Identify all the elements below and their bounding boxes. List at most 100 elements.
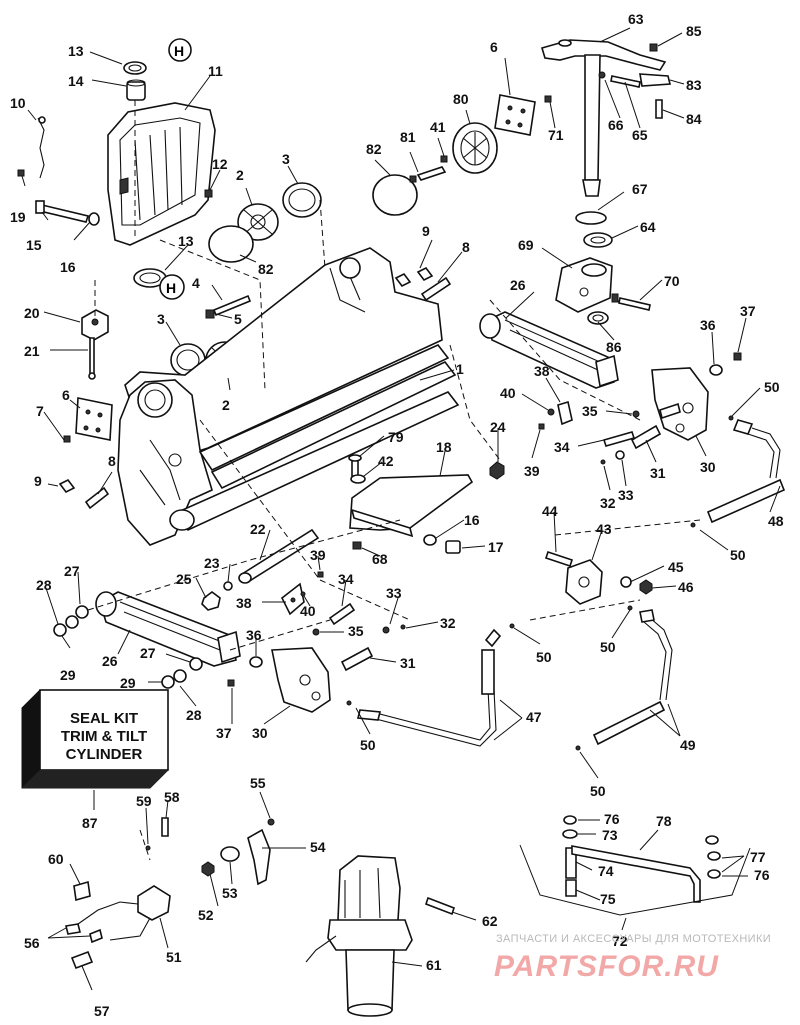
callout-28: 28 [36,577,52,593]
callout-15: 15 [26,237,42,253]
svg-text:H: H [174,43,184,59]
callout-45: 45 [668,559,684,575]
callout-74: 74 [598,863,614,879]
trim-cylinder-26-upper [479,311,619,389]
callout-30: 30 [252,725,268,741]
callout-61: 61 [426,957,442,973]
caps-80-82 [372,122,498,216]
callout-32: 32 [600,495,616,511]
callout-43: 43 [596,521,612,537]
callout-1: 1 [456,361,464,377]
callout-26: 26 [102,653,118,669]
callout-33: 33 [386,585,402,601]
bushings-2-3-upper [208,182,322,263]
strap-10 [37,116,46,179]
bushing-13-top: H [123,38,192,101]
callout-6: 6 [62,387,70,403]
fasteners-23-25 [201,581,233,611]
bracket-30-lower [227,647,331,713]
callout-34: 34 [554,439,570,455]
callout-78: 78 [656,813,672,829]
assembly-lines [87,100,701,861]
callout-27: 27 [64,563,80,579]
hose-47 [346,623,515,747]
callout-39: 39 [524,463,540,479]
callout-17: 17 [488,539,504,555]
callout-11: 11 [208,63,223,79]
callout-29: 29 [120,675,136,691]
bushing-13-lower: H [133,268,185,300]
callout-75: 75 [600,891,616,907]
callout-49: 49 [680,737,696,753]
plate-6-left [58,397,113,510]
callout-77: 77 [750,849,766,865]
callout-9: 9 [422,223,430,239]
callout-52: 52 [198,907,214,923]
callout-76: 76 [754,867,770,883]
steering-head-63 [541,39,672,248]
callout-35: 35 [582,403,598,419]
trim-sender-51 [65,880,171,970]
callout-55: 55 [250,775,266,791]
callout-40: 40 [500,385,516,401]
callout-7: 7 [36,403,44,419]
callout-37: 37 [216,725,232,741]
bolt-15 [17,169,100,226]
callout-41: 41 [430,119,446,135]
svg-text:H: H [166,280,176,296]
callout-50: 50 [590,783,606,799]
callout-30: 30 [700,459,716,475]
stern-bracket-1 [117,247,460,546]
callout-82: 82 [366,141,382,157]
valve-43 [544,550,653,605]
callout-76: 76 [604,811,620,827]
callout-21: 21 [24,343,40,359]
callout-53: 53 [222,885,238,901]
callout-59: 59 [136,793,152,809]
plate-18 [349,474,474,554]
callout-22: 22 [250,521,266,537]
callout-50: 50 [536,649,552,665]
tie-bar-72 [519,815,751,916]
seal-kit-box [21,689,169,789]
callout-50: 50 [730,547,746,563]
plate-6-right [494,94,552,136]
fastener-12 [204,189,213,198]
callout-50: 50 [360,737,376,753]
callout-38: 38 [534,363,550,379]
callout-4: 4 [192,275,200,291]
callout-33: 33 [618,487,634,503]
callout-3: 3 [157,311,165,327]
callout-72: 72 [612,933,628,949]
callout-40: 40 [300,603,316,619]
callout-10: 10 [10,95,26,111]
bracket-30-upper [651,352,742,441]
watermark-brand: PARTSFOR.RU [494,950,719,983]
callout-36: 36 [700,317,716,333]
callout-63: 63 [628,11,644,27]
callout-58: 58 [164,789,180,805]
callout-47: 47 [526,709,542,725]
watermark: ЗАПЧАСТИ И АКСЕССУАРЫ ДЛЯ МОТОТЕХНИКИ PA… [494,933,771,983]
callout-71: 71 [548,127,564,143]
callout-numbers: 1314111012191516231382452021326798828141… [10,11,784,1019]
callout-86: 86 [606,339,622,355]
link-set-upper [538,400,662,465]
callout-31: 31 [650,465,666,481]
callout-66: 66 [608,117,624,133]
callout-5: 5 [234,311,242,327]
callout-65: 65 [632,127,648,143]
trim-cylinder-26-lower [53,591,241,689]
callout-34: 34 [338,571,354,587]
callout-48: 48 [768,513,784,529]
seal-kit-line-2: TRIM & TILT [61,728,147,745]
callout-13: 13 [68,43,84,59]
callout-26: 26 [510,277,526,293]
callout-25: 25 [176,571,192,587]
callout-42: 42 [378,453,394,469]
nut-24 [489,461,505,480]
callout-39: 39 [310,547,326,563]
callout-70: 70 [664,273,680,289]
block-20 [81,309,109,380]
callout-16: 16 [60,259,76,275]
